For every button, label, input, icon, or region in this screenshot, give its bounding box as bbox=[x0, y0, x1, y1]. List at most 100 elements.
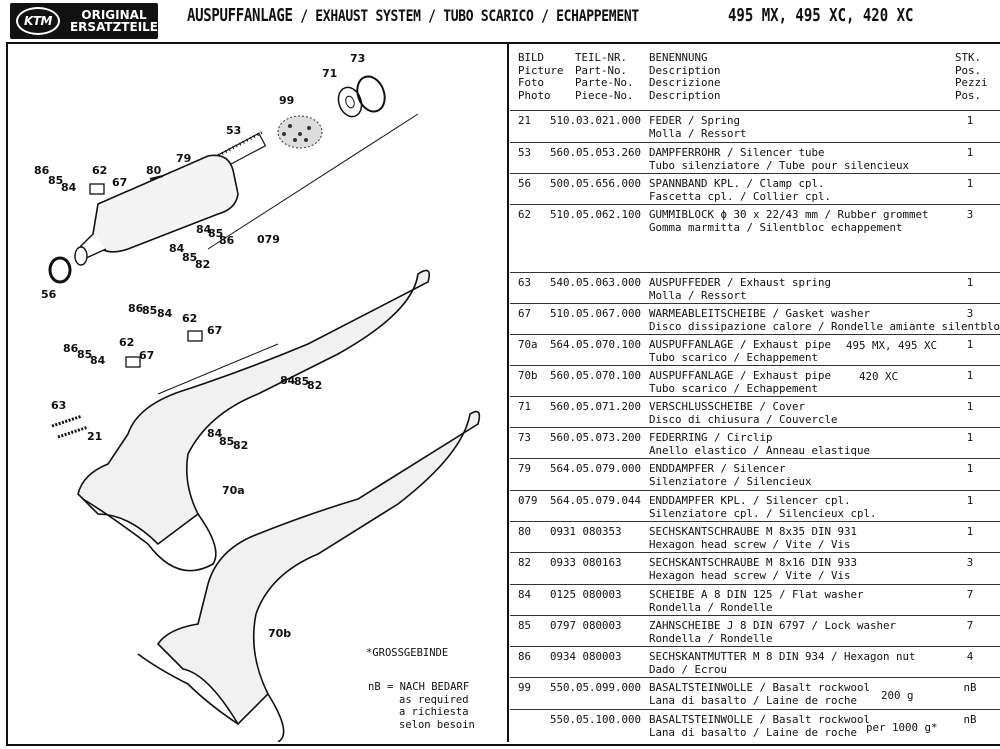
cell-quantity: 1 bbox=[966, 276, 974, 289]
label-84g: 84 bbox=[207, 427, 223, 440]
cell-quantity: 3 bbox=[966, 307, 974, 320]
cell-extra-note: 200 g bbox=[881, 689, 914, 702]
label-53: 53 bbox=[226, 124, 241, 137]
cell-part-number: 564.05.079.000 bbox=[550, 462, 642, 475]
cell-bild: 21 bbox=[518, 114, 532, 127]
cell-part-number: 0797 080003 bbox=[550, 619, 622, 632]
bolt-shape bbox=[149, 175, 164, 180]
cell-bild: 80 bbox=[518, 525, 532, 538]
cell-description: SPANNBAND KPL. / Clamp cpl. Fascetta cpl… bbox=[649, 177, 832, 203]
label-71: 71 bbox=[322, 67, 337, 80]
label-70b: 70b bbox=[268, 627, 291, 640]
cell-part-number: 560.05.070.100 bbox=[550, 369, 642, 382]
label-62: 62 bbox=[92, 164, 107, 177]
cell-quantity: 7 bbox=[966, 619, 974, 632]
cell-bild: 73 bbox=[518, 431, 532, 444]
spring-21-shape bbox=[57, 425, 89, 439]
cell-quantity: 1 bbox=[966, 114, 974, 127]
label-70a: 70a bbox=[222, 484, 245, 497]
cell-quantity: 1 bbox=[966, 431, 974, 444]
nb-line1: nB = NACH BEDARF bbox=[368, 681, 470, 693]
grossgebinde-note: *GROSSGEBINDE bbox=[366, 647, 449, 659]
exploded-diagram: 73 71 99 53 79 80 86 85 84 62 67 84 85 8… bbox=[8, 44, 507, 742]
cell-description: SECHSKANTSCHRAUBE M 8x35 DIN 931 Hexagon… bbox=[649, 525, 858, 551]
cell-description: ENDDAMPFER / Silencer Silenziatore / Sil… bbox=[649, 462, 812, 488]
cell-quantity: 1 bbox=[966, 462, 974, 475]
cell-description: SECHSKANTSCHRAUBE M 8x16 DIN 933 Hexagon… bbox=[649, 556, 858, 582]
table-row: 73 560.05.073.200 FEDERRING / Circlip Anel… bbox=[510, 427, 1000, 459]
parts-table: BILD Picture Foto Photo TEIL-NR. Part-No… bbox=[510, 44, 1000, 742]
cell-description: SCHEIBE A 8 DIN 125 / Flat washer Rondel… bbox=[649, 588, 864, 614]
label-86c: 86 bbox=[128, 302, 144, 315]
label-84f: 84 bbox=[280, 374, 296, 387]
cell-bild: 70b bbox=[518, 369, 538, 382]
logo-line2: ERSATZTEILE bbox=[69, 20, 158, 34]
cell-description: VERSCHLUSSCHEIBE / Cover Disco di chiusu… bbox=[649, 400, 838, 426]
page-frame bbox=[6, 42, 1000, 746]
cell-bild: 67 bbox=[518, 307, 532, 320]
cell-part-number: 560.05.073.200 bbox=[550, 431, 642, 444]
label-86b: 86 bbox=[219, 234, 235, 247]
nb-line4: selon besoin bbox=[399, 718, 475, 731]
label-62c: 62 bbox=[119, 336, 134, 349]
cell-description: ENDDAMPFER KPL. / Silencer cpl. Silenzia… bbox=[649, 494, 877, 520]
cell-quantity: nB bbox=[963, 681, 977, 694]
label-86: 86 bbox=[34, 164, 50, 177]
cell-description: AUSPUFFANLAGE / Exhaust pipe Tubo scaric… bbox=[649, 338, 832, 364]
cell-bild: 56 bbox=[518, 177, 532, 190]
table-row: 79 564.05.079.000 ENDDAMPFER / Silencer Si… bbox=[510, 458, 1000, 491]
cell-description: FEDER / Spring Molla / Ressort bbox=[649, 114, 747, 140]
page-title: AUSPUFFANLAGE / EXHAUST SYSTEM / TUBO SC… bbox=[187, 6, 639, 26]
label-82b: 82 bbox=[307, 379, 322, 392]
title-translations: / EXHAUST SYSTEM / TUBO SCARICO / ECHAPP… bbox=[292, 7, 639, 26]
cell-bild: 84 bbox=[518, 588, 532, 601]
title-de: AUSPUFFANLAGE bbox=[187, 6, 293, 26]
cell-bild: 53 bbox=[518, 146, 532, 159]
table-header: BILD Picture Foto Photo TEIL-NR. Part-No… bbox=[510, 51, 1000, 106]
table-row: 53 560.05.053.260 DAMPFERROHR / Silencer t… bbox=[510, 142, 1000, 174]
label-85c: 85 bbox=[182, 251, 197, 264]
spring-63-shape bbox=[51, 414, 83, 428]
cell-part-number: 0933 080163 bbox=[550, 556, 622, 569]
cell-part-number: 560.05.071.200 bbox=[550, 400, 642, 413]
label-67: 67 bbox=[112, 176, 127, 189]
cell-quantity: 4 bbox=[966, 650, 974, 663]
label-84e: 84 bbox=[90, 354, 106, 367]
cell-bild: 70a bbox=[518, 338, 538, 351]
cell-bild: 62 bbox=[518, 208, 532, 221]
label-86d: 86 bbox=[63, 342, 79, 355]
logo-text: ORIGINAL ERSATZTEILE bbox=[70, 9, 158, 33]
label-67b: 67 bbox=[207, 324, 222, 337]
label-80: 80 bbox=[146, 164, 162, 177]
cell-bild: 79 bbox=[518, 462, 532, 475]
nb-line3: a richiesta bbox=[399, 706, 469, 718]
label-85g: 85 bbox=[219, 435, 234, 448]
cell-description: FEDERRING / Circlip Anello elastico / An… bbox=[649, 431, 871, 457]
label-62b: 62 bbox=[182, 312, 197, 325]
cell-part-number: 560.05.053.260 bbox=[550, 146, 642, 159]
rockwool-shape bbox=[277, 115, 323, 149]
label-67c: 67 bbox=[139, 349, 154, 362]
cell-part-number: 510.05.067.000 bbox=[550, 307, 642, 320]
cell-description: AUSPUFFANLAGE / Exhaust pipe Tubo scaric… bbox=[649, 369, 832, 395]
cell-part-number: 550.05.099.000 bbox=[550, 681, 642, 694]
cell-description: DAMPFERROHR / Silencer tube Tubo silenzi… bbox=[649, 146, 910, 172]
header-benennung: BENENNUNG Description Descrizione Descri… bbox=[649, 51, 721, 102]
exhaust-pipe-70b-shape bbox=[137, 410, 481, 742]
label-79: 79 bbox=[176, 152, 191, 165]
header-stk: STK. Pos. Pezzi Pos. bbox=[955, 51, 988, 102]
label-84d: 84 bbox=[157, 307, 173, 320]
cell-bild: 63 bbox=[518, 276, 532, 289]
label-85b: 85 bbox=[208, 227, 223, 240]
model-list: 495 MX, 495 XC, 420 XC bbox=[728, 6, 914, 26]
nb-legend: nB = NACH BEDARF as required a richiesta… bbox=[368, 681, 475, 731]
exhaust-drawing: 73 71 99 53 79 80 86 85 84 62 67 84 85 8… bbox=[34, 52, 481, 742]
cell-part-number: 0931 080353 bbox=[550, 525, 622, 538]
